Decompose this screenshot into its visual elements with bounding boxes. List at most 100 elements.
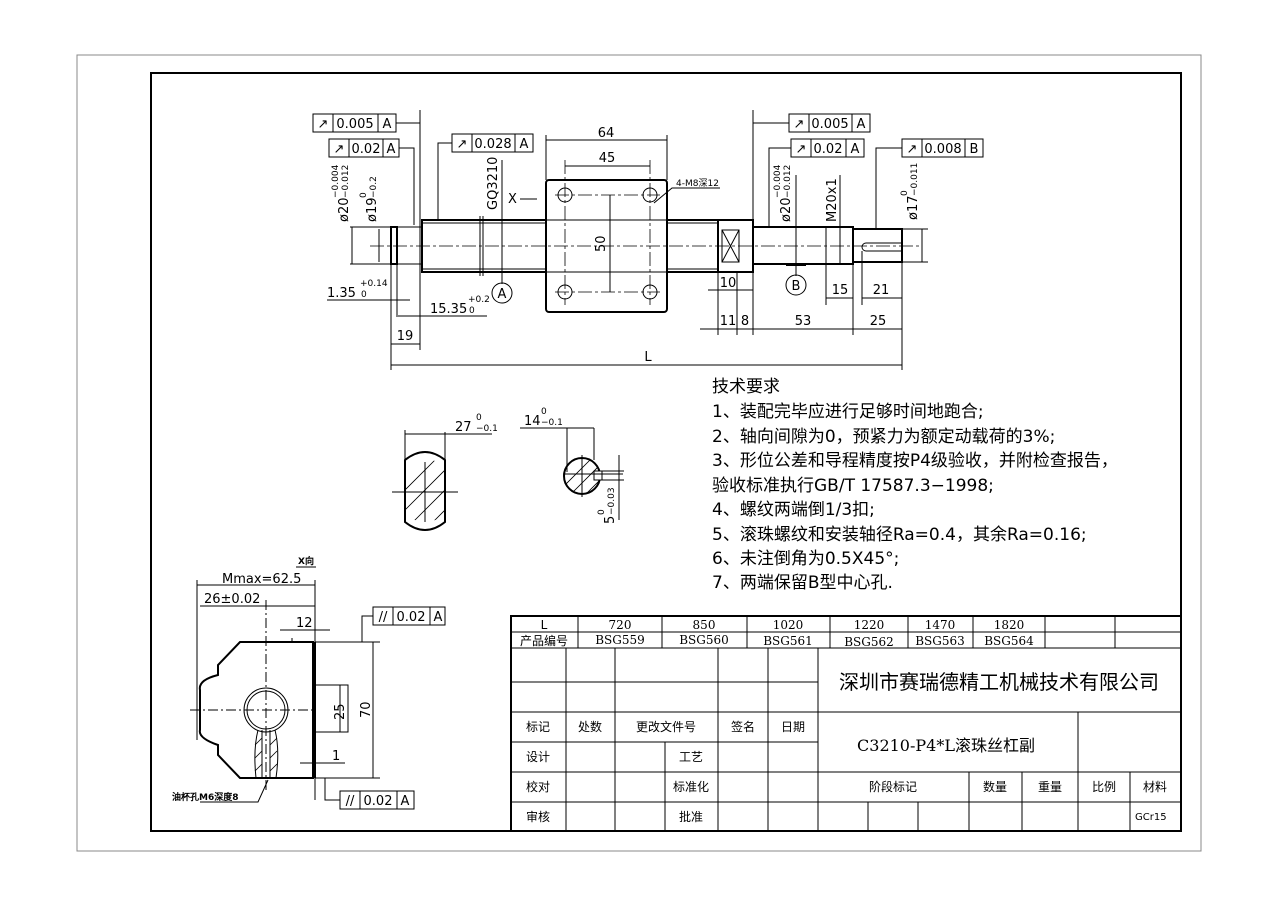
label-x-view-fcf-0-datum: A: [434, 610, 443, 625]
label-title-block-change-doc: 更改文件号: [636, 719, 696, 734]
label-title-block-lengths-5: 1820: [994, 618, 1025, 632]
label-title-block-stage-mark: 阶段标记: [869, 779, 917, 794]
label-main-view-thread: M20x1: [825, 178, 840, 222]
label-x-view-fcf-0-symbol: //: [379, 610, 388, 625]
section-keyway: 140−0.1 50−0.03: [520, 407, 624, 524]
label-x-view-dim-26: 26±0.02: [204, 592, 260, 607]
label-main-view-hole-pitch-x: 45: [599, 151, 616, 166]
label-main-view-fcf-3-datum: A: [857, 117, 866, 132]
label-main-view-dim-L: L: [644, 350, 652, 365]
label-x-view-dim-25: 25: [333, 703, 348, 720]
label-x-view-fcf-0-value: 0.02: [397, 610, 426, 625]
label-title-block-products-1: BSG560: [679, 633, 729, 647]
datum-b-circle: [785, 274, 807, 296]
label-title-block-product-label: 产品编号: [520, 633, 568, 648]
label-main-view-fcf-0-symbol: ↗: [318, 117, 329, 132]
label-main-view-fcf-2-datum: A: [520, 137, 529, 152]
label-title-block-process: 工艺: [679, 750, 703, 764]
label-main-view-fcf-1-symbol: ↗: [334, 142, 345, 157]
label-title-block-standardize: 标准化: [673, 780, 709, 794]
label-main-view-dim-8: 8: [741, 314, 749, 329]
label-title-block-scale: 比例: [1092, 780, 1116, 794]
label-main-view-dim-1-35-tol-lo: 0: [361, 290, 367, 300]
label-main-view-dim-21: 21: [873, 283, 890, 298]
label-title-block-products-2: BSG561: [763, 634, 813, 648]
label-title-block-quantity: 数量: [983, 779, 1007, 794]
label-x-view-fcf-1-symbol: //: [346, 794, 355, 809]
drawing-title: C3210-P4*L滚珠丝杠副: [857, 736, 1035, 755]
label-main-view-fcf-4-symbol: ↗: [796, 142, 807, 157]
label-x-view-fcf-1-datum: A: [401, 794, 410, 809]
label-main-view-dia-right-20: ø20: [779, 198, 794, 223]
label-x-view-oil-note: 油杯孔M6深度8: [172, 791, 238, 803]
label-main-view-dia-left-19: ø19: [365, 198, 380, 223]
label-title-block-material-label: 材料: [1143, 780, 1167, 794]
label-main-view-dim-15-35-tol-lo: 0: [469, 306, 475, 316]
label-main-view-fcf-4-value: 0.02: [814, 142, 843, 157]
label-main-view-dia-left-20-tol-lo: −0.012: [341, 165, 351, 198]
label-title-block-products-5: BSG564: [984, 634, 1034, 648]
label-main-view-dim-53: 53: [795, 314, 812, 329]
label-main-view-dia-17-tol-lo: −0.011: [910, 163, 920, 196]
datum-a-circle: [491, 282, 513, 304]
label-tech-requirements-title: 技术要求: [712, 377, 780, 397]
label-x-view-mmax: Mmax=62.5: [222, 572, 301, 587]
label-main-view-fcf-1-datum: A: [387, 142, 396, 157]
label-main-view-dia-left-20-tol-up: −0.004: [331, 164, 341, 198]
label-main-view-dim-19: 19: [397, 329, 414, 344]
label-x-view-dim-12: 12: [296, 616, 313, 631]
sheet-border: [76, 54, 1202, 852]
label-tech-requirements-items-6: 6、未注倒角为0.5X45°;: [712, 549, 899, 569]
label-title-block-mark: 标记: [526, 720, 550, 734]
screw-code: GQ3210: [486, 157, 501, 210]
datum-a-label: A: [498, 287, 507, 302]
label-main-view-fcf-3-symbol: ↗: [794, 117, 805, 132]
label-title-block-lengths-3: 1220: [854, 618, 885, 632]
label-title-block-weight: 重量: [1038, 780, 1062, 794]
label-main-view-hole-note: 4-M8深12: [676, 178, 719, 189]
label-x-view-dim-70: 70: [359, 701, 374, 718]
x-view-fcf-top: // 0.02 A: [361, 606, 446, 642]
label-title-block-count: 处数: [578, 719, 602, 734]
label-main-view-dim-1-35: 1.35: [327, 286, 356, 301]
company-name: 深圳市赛瑞德精工机械技术有限公司: [839, 670, 1159, 694]
label-main-view-dim-15: 15: [832, 283, 849, 298]
label-title-block-review: 审核: [526, 809, 550, 824]
label-main-view-dia-17: ø17: [906, 196, 921, 221]
section-flat: 270−0.1: [392, 413, 498, 531]
label-main-view-fcf-5-datum: B: [970, 142, 979, 157]
label-tech-requirements-items-7: 7、两端保留B型中心孔.: [712, 573, 893, 593]
label-tech-requirements-items-4: 4、螺纹两端倒1/3扣;: [712, 500, 875, 520]
label-x-view-title: X向: [298, 555, 314, 567]
label-tech-requirements-items-2: 3、形位公差和导程精度按P4级验收，并附检查报告，: [712, 451, 1118, 471]
material-value: GCr15: [1135, 812, 1167, 823]
label-main-view-nut-width: 64: [598, 126, 615, 141]
label-tech-requirements-items-3: 验收标准执行GB/T 17587.3−1998;: [712, 476, 994, 496]
label-sections-flat-tol-up: 0: [476, 413, 482, 423]
label-main-view-fcf-5-value: 0.008: [924, 142, 961, 157]
label-main-view-dia-left-19-tol-up: 0: [359, 192, 369, 198]
label-title-block-products-0: BSG559: [595, 633, 645, 647]
label-title-block-lengths-0: 720: [609, 618, 632, 632]
label-main-view-dim-15-35: 15.35: [430, 302, 467, 317]
label-main-view-fcf-4-datum: A: [851, 142, 860, 157]
label-tech-requirements-items-0: 1、装配完毕应进行足够时间地跑合;: [712, 402, 984, 422]
tech-requirements: 技术要求 1、装配完毕应进行足够时间地跑合; 2、轴向间隙为0，预紧力为额定动载…: [712, 377, 1118, 593]
label-sections-key-tol-up: 0: [541, 407, 547, 417]
label-sections-flat-tol-lo: −0.1: [476, 424, 498, 434]
label-tech-requirements-items-5: 5、滚珠螺纹和安装轴径Ra=0.4，其余Ra=0.16;: [712, 525, 1087, 545]
label-main-view-fcf-0-value: 0.005: [336, 117, 373, 132]
label-title-block-lengths-4: 1470: [925, 618, 956, 632]
label-tech-requirements-items-1: 2、轴向间隙为0，预紧力为额定动载荷的3%;: [712, 427, 1055, 447]
label-main-view-hole-pitch-y: 50: [594, 235, 609, 252]
label-main-view-dim-25: 25: [870, 314, 887, 329]
label-title-block-products-4: BSG563: [915, 634, 965, 648]
